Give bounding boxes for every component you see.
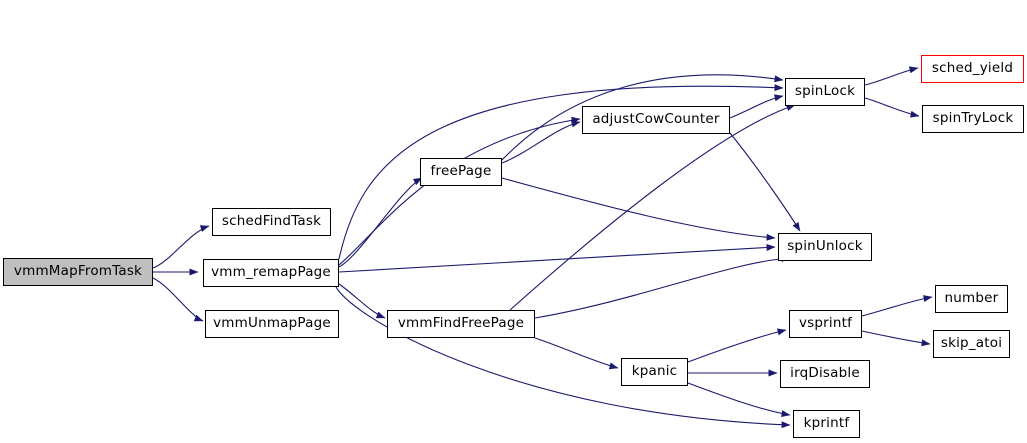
node-label: vmmUnmapPage [213, 315, 331, 332]
node-sched_yield[interactable]: sched_yield [921, 55, 1024, 83]
node-vsprintf[interactable]: vsprintf [789, 310, 862, 338]
node-label: vmm_remapPage [211, 264, 331, 281]
node-label: irqDisable [790, 365, 860, 382]
edge-vmm_remapPage-to-kprintf [335, 286, 791, 429]
edge-adjustCowCounter-to-spinUnlock [729, 132, 801, 232]
node-vmmFindFreePage[interactable]: vmmFindFreePage [387, 310, 535, 338]
node-label: freePage [430, 163, 492, 180]
node-kprintf[interactable]: kprintf [793, 410, 860, 438]
edge-vmmFindFreePage-to-kpanic [534, 337, 619, 370]
node-irqDisable[interactable]: irqDisable [780, 360, 870, 388]
node-number[interactable]: number [935, 285, 1008, 313]
edge-vsprintf-to-skip_atoi [861, 330, 931, 347]
edge-vmm_remapPage-to-vmmFindFreePage [338, 283, 386, 319]
node-label: adjustCowCounter [592, 111, 720, 128]
node-skip_atoi[interactable]: skip_atoi [933, 330, 1010, 358]
node-vmmUnmapPage[interactable]: vmmUnmapPage [205, 310, 339, 338]
edge-vmmFindFreePage-to-spinLock [509, 104, 796, 311]
node-label: spinUnlock [787, 238, 863, 255]
node-label: schedFindTask [221, 213, 322, 230]
edge-adjustCowCounter-to-spinLock [729, 94, 784, 119]
edge-kpanic-to-vsprintf [687, 328, 787, 363]
edge-vmm_remapPage-to-adjustCowCounter [338, 116, 581, 266]
edge-vmmMapFromTask-to-schedFindTask [152, 225, 210, 269]
edge-vsprintf-to-number [861, 295, 933, 317]
node-label: kprintf [803, 415, 850, 432]
node-label: kpanic [631, 363, 678, 380]
node-label: number [944, 290, 999, 307]
edge-freePage-to-adjustCowCounter [501, 120, 581, 164]
node-label: vmmFindFreePage [397, 315, 525, 332]
node-spinTryLock[interactable]: spinTryLock [922, 105, 1024, 133]
node-spinUnlock[interactable]: spinUnlock [778, 233, 872, 261]
node-kpanic[interactable]: kpanic [621, 358, 688, 386]
node-label: sched_yield [931, 60, 1014, 77]
node-label: spinTryLock [932, 110, 1014, 127]
edge-kpanic-to-kprintf [687, 382, 791, 418]
edge-freePage-to-spinUnlock [501, 177, 776, 241]
node-vmm_remapPage[interactable]: vmm_remapPage [203, 259, 339, 287]
edge-vmmFindFreePage-to-spinUnlock [534, 255, 791, 319]
edge-vmmMapFromTask-to-vmmUnmapPage [152, 277, 204, 322]
node-label: spinLock [794, 83, 856, 100]
edge-vmm_remapPage-to-spinUnlock [338, 243, 776, 273]
node-freePage[interactable]: freePage [420, 158, 502, 186]
node-label: vmmMapFromTask [13, 263, 143, 280]
node-adjustCowCounter[interactable]: adjustCowCounter [582, 106, 730, 134]
node-schedFindTask[interactable]: schedFindTask [212, 208, 331, 236]
node-label: skip_atoi [940, 335, 1003, 352]
node-vmmMapFromTask[interactable]: vmmMapFromTask [3, 258, 153, 286]
node-spinLock[interactable]: spinLock [785, 78, 865, 106]
node-label: vsprintf [798, 315, 853, 332]
edge-spinLock-to-spinTryLock [864, 97, 920, 118]
edge-spinLock-to-sched_yield [864, 66, 919, 86]
edge-vmm_remapPage-to-freePage [338, 177, 423, 268]
